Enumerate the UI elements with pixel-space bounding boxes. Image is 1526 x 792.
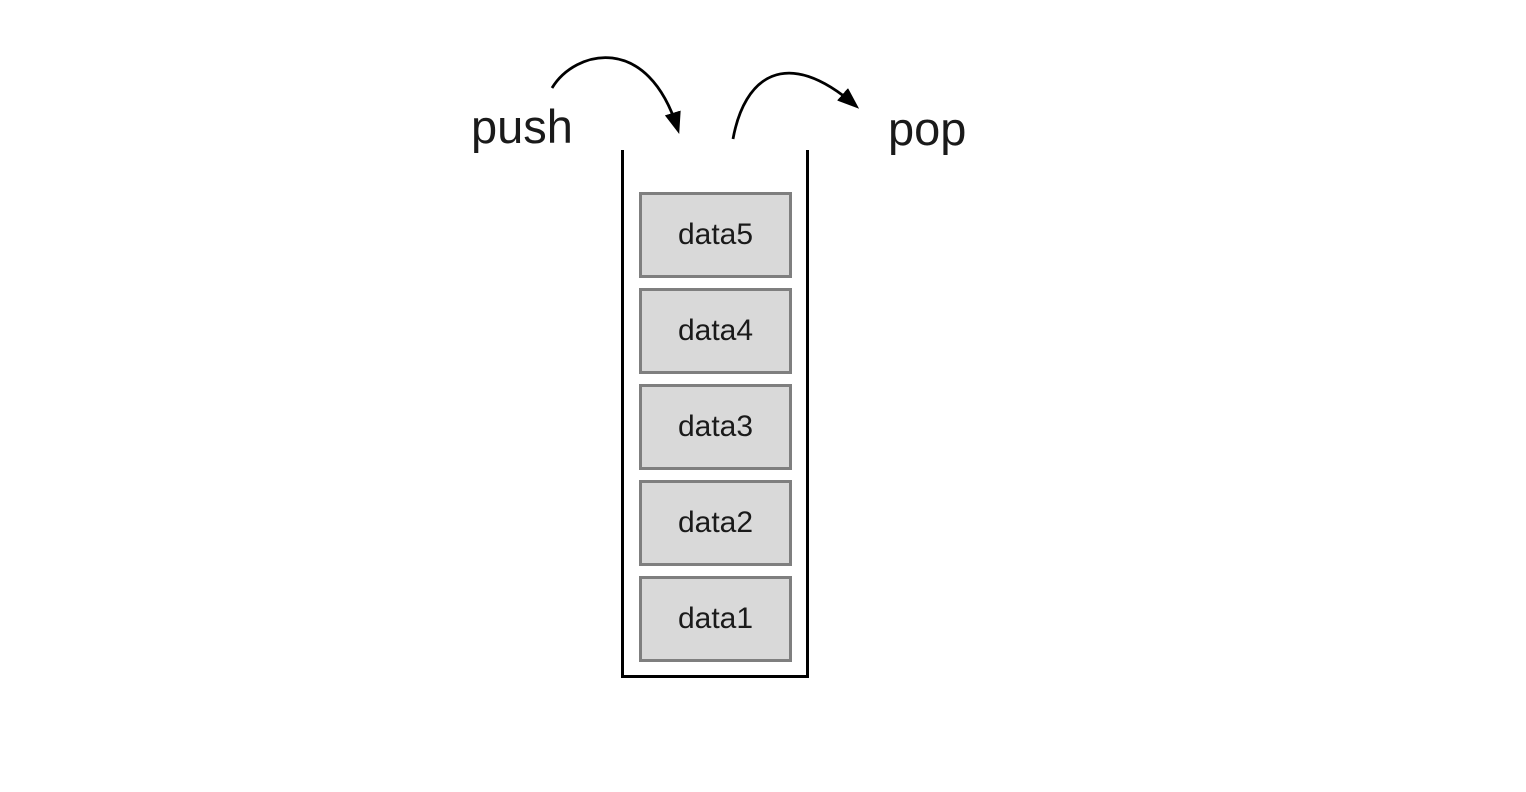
- stack-container-right-wall: [806, 150, 809, 678]
- stack-container-left-wall: [621, 150, 624, 678]
- stack-item-label: data1: [677, 602, 754, 635]
- pop-arrow-icon: [731, 71, 860, 140]
- push-label: push: [471, 100, 573, 153]
- stack-item: data5: [639, 192, 792, 278]
- stack-container-bottom-wall: [621, 675, 809, 678]
- stack-item: data3: [639, 384, 792, 470]
- stack-item: data4: [639, 288, 792, 374]
- stack-item-label: data5: [677, 218, 754, 251]
- stack-item: data2: [639, 480, 792, 566]
- stack-item: data1: [639, 576, 792, 662]
- stack-item-label: data3: [677, 410, 754, 443]
- stack-item-label: data2: [677, 506, 754, 539]
- stack-item-label: data4: [677, 314, 754, 347]
- pop-label: pop: [888, 102, 967, 155]
